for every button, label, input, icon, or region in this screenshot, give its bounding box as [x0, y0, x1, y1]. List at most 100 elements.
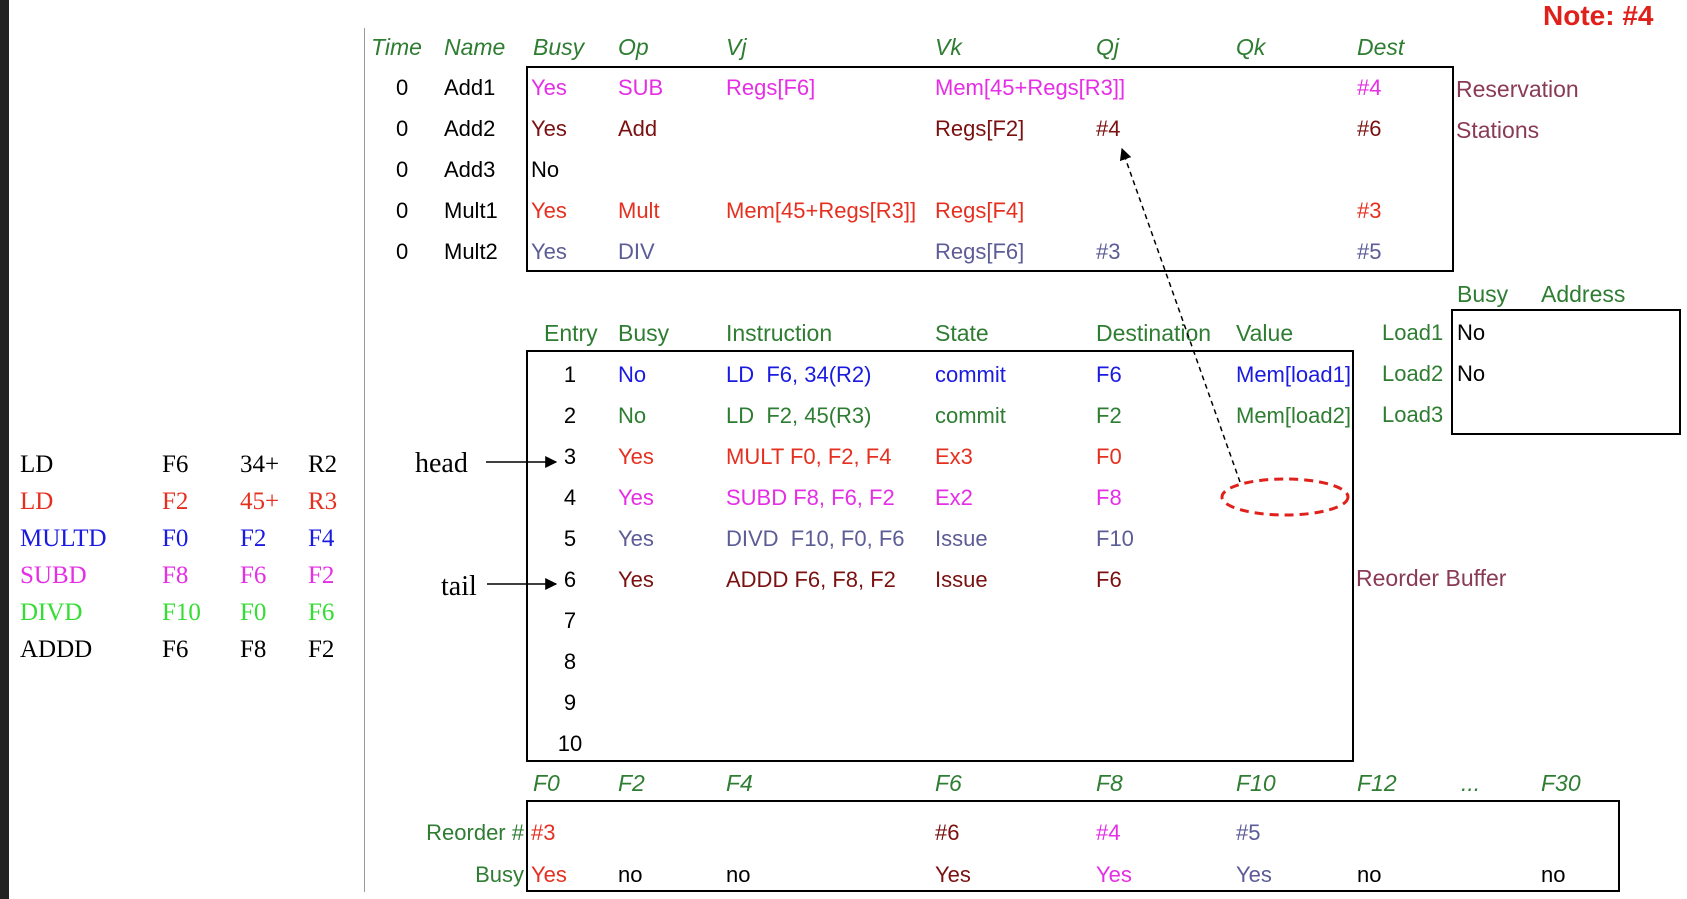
rob-instruction: LD F6, 34(R2) — [726, 362, 872, 387]
rs-busy: No — [531, 157, 560, 182]
reg-busy-value: Yes — [1096, 862, 1132, 887]
rs-vk: Mem[45+Regs[R3]] — [935, 75, 1126, 100]
rob-entry: 2 — [563, 403, 577, 428]
rs-qj: #3 — [1096, 239, 1121, 264]
tail-label: tail — [441, 571, 477, 602]
reg-reorder-value: #4 — [1096, 820, 1121, 845]
rob-destination: F6 — [1096, 362, 1122, 387]
rob-entry: 3 — [563, 444, 577, 469]
rob-state: Ex3 — [935, 444, 973, 469]
rob-state: Issue — [935, 567, 988, 592]
rs-busy: Yes — [531, 239, 567, 264]
rob-instruction: MULT F0, F2, F4 — [726, 444, 892, 469]
rob-header-instruction: Instruction — [726, 320, 833, 346]
reg-busy-label: Busy — [475, 862, 524, 887]
program-arg1: F6 — [162, 636, 189, 663]
program-arg1: F0 — [162, 525, 189, 552]
rs-dest: #3 — [1357, 198, 1382, 223]
rob-entry: 5 — [563, 526, 577, 551]
program-arg3: F6 — [308, 599, 335, 626]
rs-header-busy: Busy — [533, 34, 585, 60]
rs-name: Add2 — [444, 116, 496, 141]
rob-instruction: ADDD F6, F8, F2 — [726, 567, 896, 592]
rob-header-busy: Busy — [618, 320, 670, 346]
rob-state: Issue — [935, 526, 988, 551]
rob-entry: 10 — [557, 731, 583, 756]
reg-reorder-label: Reorder # — [426, 820, 524, 845]
rs-time: 0 — [396, 157, 409, 182]
program-arg2: 45+ — [240, 488, 280, 515]
rob-entry: 1 — [563, 362, 577, 387]
program-arg3: R3 — [308, 488, 338, 515]
rs-dest: #5 — [1357, 239, 1382, 264]
rob-instruction: DIVD F10, F0, F6 — [726, 526, 905, 551]
reg-header-f4: F4 — [726, 770, 753, 796]
rob-destination: F0 — [1096, 444, 1122, 469]
rs-dest: #4 — [1357, 75, 1382, 100]
program-arg3: F2 — [308, 636, 335, 663]
rs-header-dest: Dest — [1357, 34, 1405, 60]
rs-vk: Regs[F6] — [935, 239, 1025, 264]
rob-busy: Yes — [618, 526, 654, 551]
program-op: ADDD — [20, 636, 93, 663]
rob-entry: 4 — [563, 485, 577, 510]
rob-header-state: State — [935, 320, 989, 346]
rs-op: DIV — [618, 239, 655, 264]
rs-time: 0 — [396, 239, 409, 264]
load-header-address: Address — [1541, 281, 1626, 307]
rob-destination: F2 — [1096, 403, 1122, 428]
load-name: Load2 — [1382, 361, 1444, 386]
program-arg1: F6 — [162, 451, 189, 478]
program-arg2: F0 — [240, 599, 267, 626]
rs-time: 0 — [396, 116, 409, 141]
rob-entry: 9 — [563, 690, 577, 715]
rs-name: Add1 — [444, 75, 496, 100]
rs-header-vj: Vj — [726, 34, 747, 60]
reg-busy-value: no — [1541, 862, 1566, 887]
rob-state: commit — [935, 403, 1006, 428]
rs-header-qk: Qk — [1236, 34, 1266, 60]
reg-reorder-value: #3 — [531, 820, 556, 845]
program-arg1: F2 — [162, 488, 189, 515]
reorder-buffer-box — [526, 350, 1354, 762]
load-header-busy: Busy — [1457, 281, 1509, 307]
load-name: Load3 — [1382, 402, 1444, 427]
rs-op: Mult — [618, 198, 660, 223]
rob-state: Ex2 — [935, 485, 973, 510]
rob-instruction: LD F2, 45(R3) — [726, 403, 872, 428]
program-arg1: F8 — [162, 562, 189, 589]
rs-header-qj: Qj — [1096, 34, 1119, 60]
reg-header-f0: F0 — [533, 770, 560, 796]
rs-vk: Regs[F4] — [935, 198, 1025, 223]
reg-reorder-value: #5 — [1236, 820, 1261, 845]
reg-header-dotsdotsdots: ... — [1461, 770, 1481, 796]
reg-busy-value: no — [1357, 862, 1382, 887]
left-edge-strip — [0, 0, 9, 899]
reg-busy-value: no — [726, 862, 751, 887]
rs-busy: Yes — [531, 198, 567, 223]
load-busy: No — [1457, 320, 1486, 345]
rs-dest: #6 — [1357, 116, 1382, 141]
program-arg2: F8 — [240, 636, 267, 663]
rs-header-op: Op — [618, 34, 649, 60]
rob-value: Mem[load2] — [1236, 403, 1351, 428]
register-status-box — [526, 800, 1620, 892]
reg-header-f12: F12 — [1357, 770, 1397, 796]
rs-busy: Yes — [531, 116, 567, 141]
rob-busy: Yes — [618, 444, 654, 469]
rob-busy: No — [618, 362, 647, 387]
rs-vk: Regs[F2] — [935, 116, 1025, 141]
rob-busy: Yes — [618, 485, 654, 510]
load-buffers-box — [1451, 309, 1681, 435]
program-op: LD — [20, 488, 54, 515]
rob-entry: 7 — [563, 608, 577, 633]
rob-header-value: Value — [1236, 320, 1294, 346]
program-arg3: F4 — [308, 525, 335, 552]
rob-value: Mem[load1] — [1236, 362, 1351, 387]
rob-instruction: SUBD F8, F6, F2 — [726, 485, 895, 510]
program-arg3: F2 — [308, 562, 335, 589]
rs-header-name: Name — [444, 34, 506, 60]
rs-header-vk: Vk — [935, 34, 962, 60]
rs-qj: #4 — [1096, 116, 1121, 141]
rs-time: 0 — [396, 198, 409, 223]
